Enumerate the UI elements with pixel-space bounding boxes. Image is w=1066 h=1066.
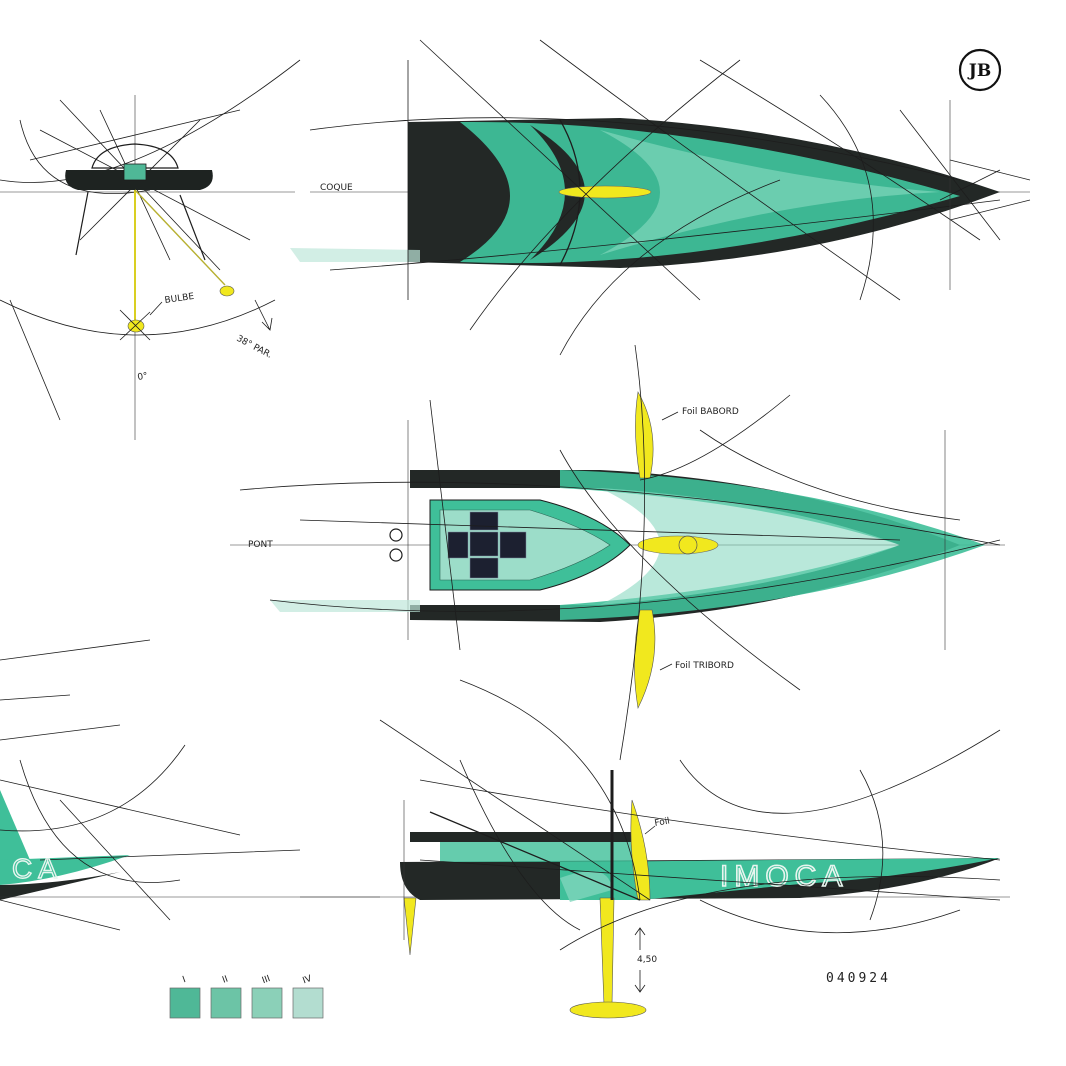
label-pont: PONT (248, 540, 273, 550)
deck-plan-view: PONT Foil BABORD Foil TRIBORD (230, 344, 1005, 761)
label-zero-degrees: 0° (137, 371, 149, 383)
swatch-label-1: I (181, 975, 187, 985)
jb-logo: JB (958, 48, 1002, 92)
swatch-4 (292, 987, 324, 1019)
swatch-3 (251, 987, 283, 1019)
swatch-label-3: III (261, 974, 272, 986)
swatch-label-2: II (221, 975, 229, 986)
label-foil-babord: Foil BABORD (682, 407, 739, 417)
label-draft: 4,50 (637, 955, 657, 965)
side-view: IMOCA Foil 4,50 (300, 679, 1010, 1019)
label-bulbe: BULBE (164, 292, 195, 306)
logo-text: JB (967, 61, 991, 81)
label-coque: COQUE (320, 183, 353, 193)
svg-text:CA: CA (12, 853, 63, 884)
swatch-1 (169, 987, 201, 1019)
label-angle: 38° PAR. (235, 334, 274, 361)
date-code: 040924 (826, 971, 891, 986)
swatch-2 (210, 987, 242, 1019)
hull-plan-view: COQUE (290, 39, 1031, 356)
label-foil-tribord: Foil TRIBORD (675, 661, 734, 671)
front-view: BULBE 38° PAR. 0° (0, 59, 301, 440)
swatch-label-4: IV (301, 974, 313, 987)
side-view-partial: CA (0, 639, 380, 931)
